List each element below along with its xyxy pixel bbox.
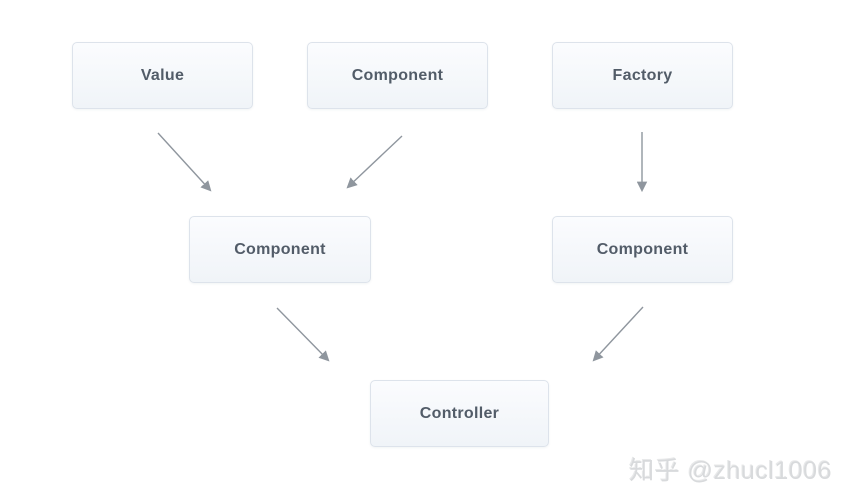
edge-component-top-to-component-mid-left (346, 135, 403, 189)
node-component-top: Component (307, 42, 488, 109)
node-label: Component (234, 240, 326, 258)
edge-component-mid-left-to-controller (276, 307, 330, 362)
watermark-zhihu: 知乎 @zhucl1006 (629, 457, 832, 485)
node-component-mid-left: Component (189, 216, 371, 283)
edge-value-to-component-mid-left (157, 132, 212, 192)
node-label: Controller (419, 404, 500, 422)
node-label: Value (140, 66, 185, 84)
edge-component-mid-right-to-controller (592, 306, 644, 362)
node-label: Component (351, 66, 444, 84)
node-component-mid-right: Component (552, 216, 733, 283)
node-value: Value (72, 42, 253, 109)
node-label: Factory (612, 66, 673, 84)
node-controller: Controller (370, 380, 549, 447)
node-label: Component (596, 240, 689, 258)
node-factory: Factory (552, 42, 733, 109)
